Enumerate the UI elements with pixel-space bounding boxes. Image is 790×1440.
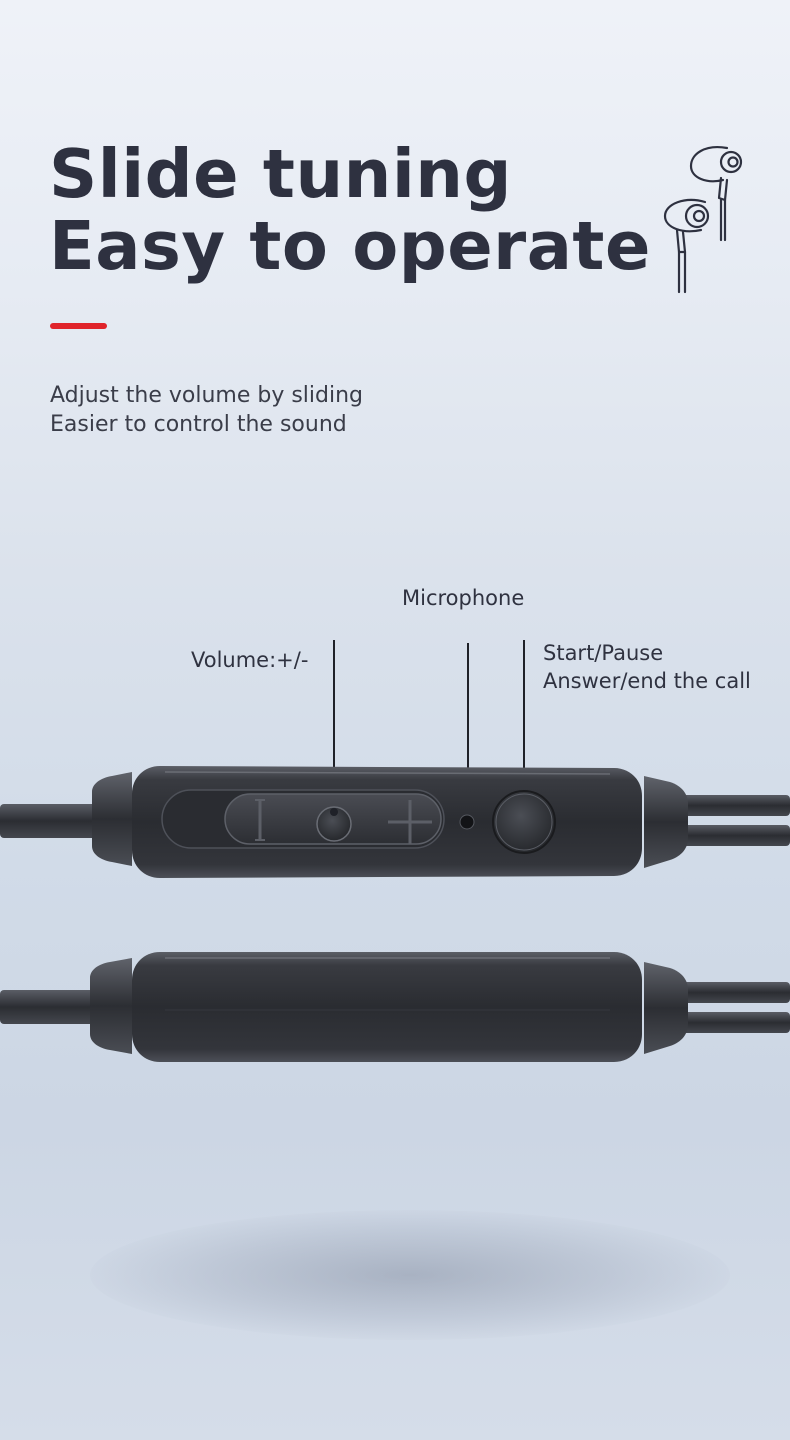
remote-back — [0, 952, 790, 1062]
plus-icon — [388, 800, 432, 844]
subtext-line-1: Adjust the volume by sliding — [50, 383, 364, 408]
product-shadow — [90, 1210, 730, 1340]
minus-icon — [255, 799, 265, 841]
accent-bar — [50, 323, 107, 329]
headline-line-1: Slide tuning — [49, 135, 512, 213]
headline: Slide tuning Easy to operate — [49, 138, 651, 282]
headline-line-2: Easy to operate — [49, 207, 651, 285]
earphones-icon — [663, 146, 743, 294]
microphone-label: Microphone — [402, 586, 525, 610]
start-pause-text: Start/Pause — [543, 641, 664, 665]
volume-label: Volume:+/- — [191, 648, 309, 672]
start-pause-label: Start/Pause Answer/end the call — [543, 639, 751, 695]
subtext-line-2: Easier to control the sound — [50, 412, 347, 437]
subtext: Adjust the volume by sliding Easier to c… — [50, 381, 363, 439]
answer-end-text: Answer/end the call — [543, 669, 751, 693]
remote-front — [0, 766, 790, 878]
